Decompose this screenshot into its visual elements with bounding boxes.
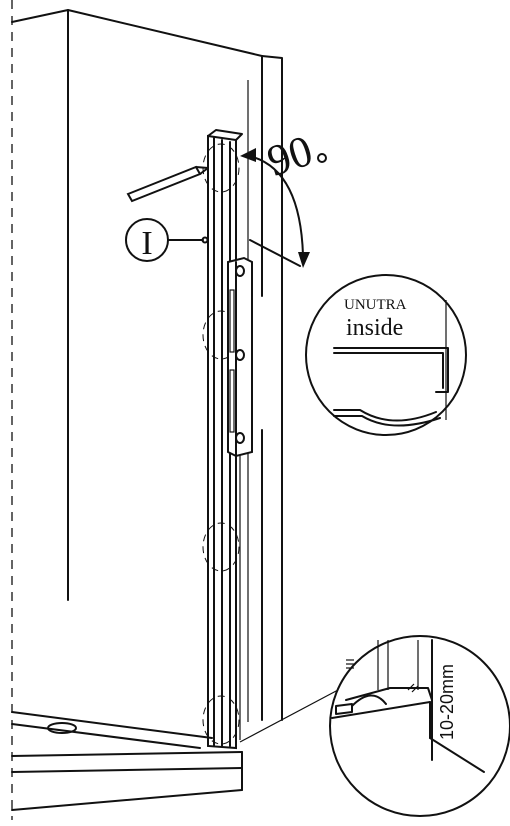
right-angle-indicator [240, 148, 310, 268]
detail-leader-line [239, 689, 339, 743]
detail-brand-label: UNUTRA [344, 297, 407, 313]
detail-side-label: inside [346, 315, 403, 341]
step-marker-label: I [141, 225, 152, 262]
gap-measure-label: 10-20mm [437, 664, 457, 740]
profile-cross-section-detail [305, 274, 467, 436]
gap-measurement-detail [329, 635, 510, 817]
shower-tray [11, 711, 243, 811]
pencil-tool [126, 165, 209, 203]
degree-symbol [317, 153, 327, 163]
angle-value-label: 90 [261, 126, 318, 186]
spirit-level-tool [227, 256, 253, 458]
wall-panel [11, 9, 283, 740]
step-marker-badge [125, 218, 209, 262]
